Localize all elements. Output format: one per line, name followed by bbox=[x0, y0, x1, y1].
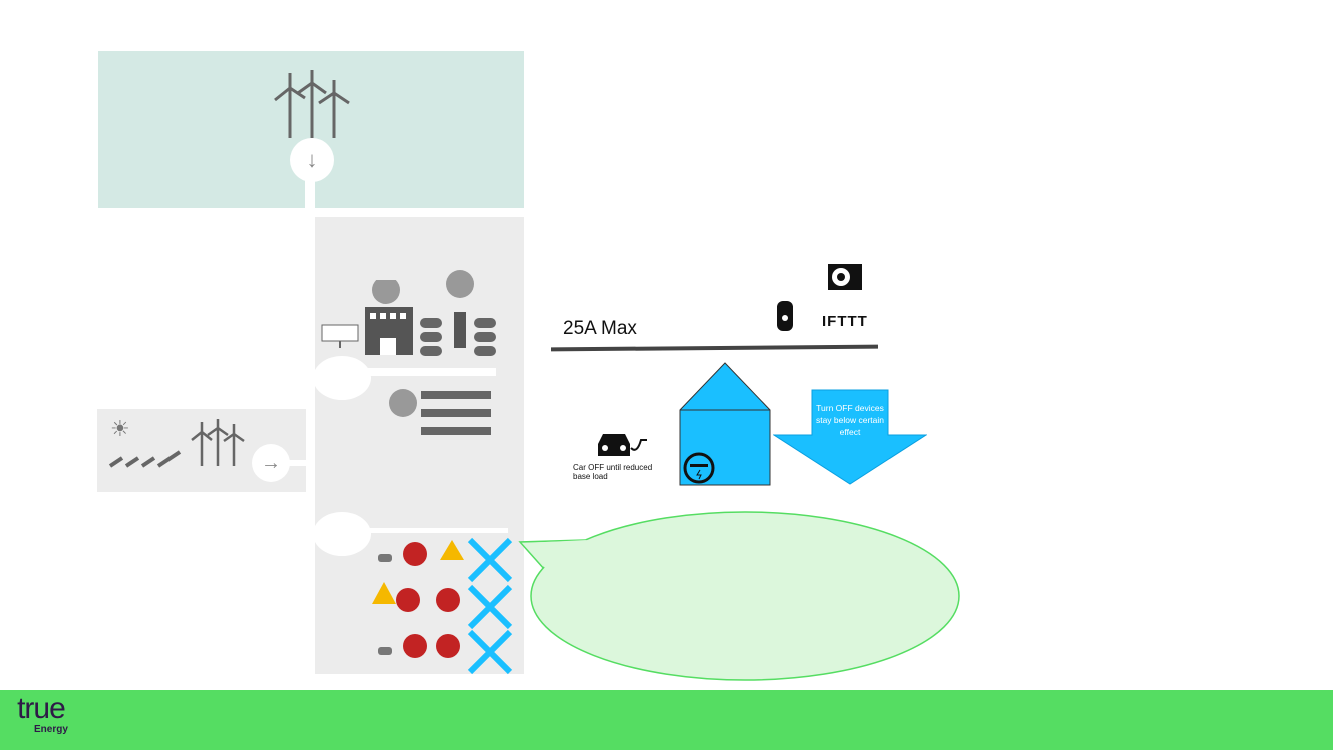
wind-turbines-small-icon bbox=[191, 419, 245, 466]
speech-bubble bbox=[518, 511, 960, 681]
building-icon bbox=[365, 280, 413, 355]
down-arrow-circle: ↓ bbox=[290, 138, 334, 182]
logo-text: true bbox=[17, 692, 66, 725]
car-caption: Car OFF until reduced base load bbox=[573, 463, 653, 481]
wind-turbines-icon bbox=[274, 70, 350, 138]
car-charging-icon bbox=[598, 434, 647, 456]
solar-panels-icon bbox=[108, 450, 182, 468]
sun-icon: ☀ bbox=[110, 416, 130, 441]
footer-bar bbox=[0, 690, 1333, 750]
turn-off-text: Turn OFF devices stay below certain effe… bbox=[815, 403, 885, 437]
true-energy-logo: true Energy bbox=[14, 692, 68, 736]
heat-pump-icon bbox=[828, 264, 862, 290]
billboard-icon bbox=[321, 324, 359, 348]
limit-label: 25A Max bbox=[563, 318, 637, 339]
junction-circle bbox=[313, 356, 371, 400]
turn-off-arrow bbox=[773, 389, 927, 485]
overloaded-houses-icon bbox=[372, 537, 513, 675]
logo-subtext: Energy bbox=[34, 724, 68, 735]
right-arrow-circle: → bbox=[252, 444, 290, 482]
ifttt-logo: IFTTT bbox=[822, 313, 868, 330]
junction-circle-2 bbox=[313, 512, 371, 556]
water-heater-icon bbox=[777, 301, 793, 331]
parking-charger-icon bbox=[420, 270, 496, 356]
smart-meter-icon bbox=[683, 452, 715, 484]
limit-line bbox=[550, 344, 879, 352]
parking-lot-icon bbox=[389, 389, 491, 435]
